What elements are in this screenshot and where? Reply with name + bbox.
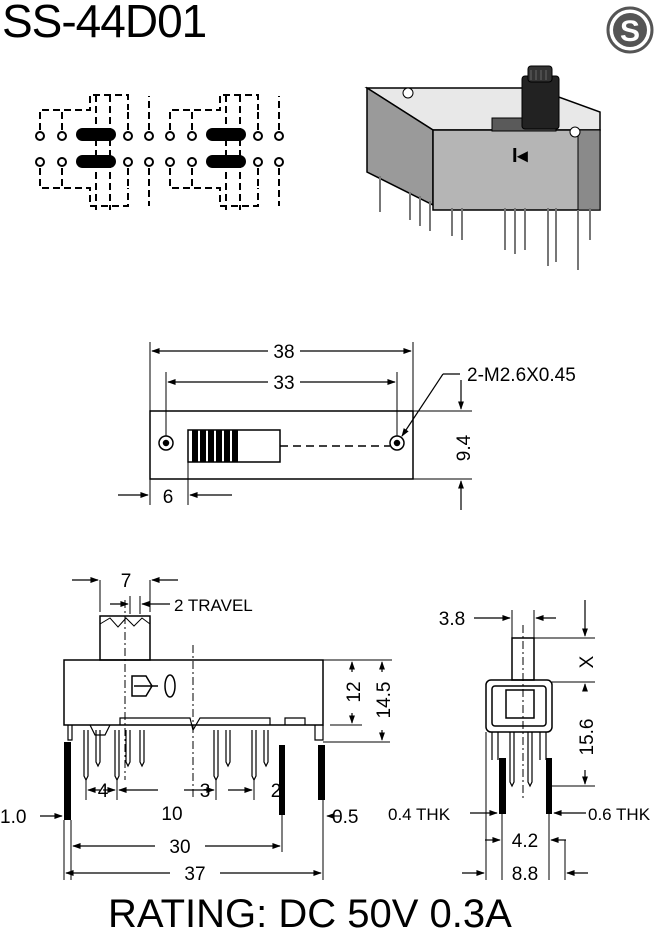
s-logo-icon: S (606, 6, 654, 54)
dim-hole-spacing: 33 (273, 373, 294, 394)
model-title: SS-44D01 (2, 0, 207, 47)
pin-schematic (35, 94, 284, 211)
dim-tab-left: 1.0 (0, 807, 26, 828)
dim-span-inner: 30 (169, 837, 190, 858)
dim-height-body: 12 (344, 681, 365, 702)
dim-travel: 2 TRAVEL (174, 596, 253, 615)
dim-pin-pitch-c: 3 (200, 781, 211, 802)
dim-offset: 6 (163, 487, 174, 508)
front-view (40, 577, 392, 880)
dim-lever-thick: 3.8 (439, 609, 465, 630)
dim-height-total: 14.5 (374, 682, 395, 719)
svg-text:I◂: I◂ (512, 145, 529, 167)
rating-label: RATING: DC 50V 0.3A (108, 892, 512, 936)
dim-span-outer: 37 (184, 864, 205, 885)
dim-pin-thk-left: 0.4 THK (388, 805, 451, 824)
mount-note: 2-M2.6X0.45 (467, 365, 576, 386)
logo-letter: S (620, 15, 640, 48)
dim-lever-height: X (577, 655, 598, 668)
dim-width: 9.4 (454, 434, 475, 461)
product-illustration: I◂ (364, 65, 601, 270)
dim-pin-pitch-d: 2 (271, 781, 282, 802)
dim-tab-right: 0.5 (332, 807, 358, 828)
dim-overall-length: 38 (273, 342, 294, 363)
dim-pin-thk-right: 0.6 THK (588, 805, 651, 824)
dim-pin-pitch-a: 4 (98, 781, 109, 802)
dim-pin-row-spacing: 4.2 (512, 831, 538, 852)
side-view (462, 600, 595, 880)
dim-pin-pitch-b: 10 (161, 804, 182, 825)
top-view (118, 342, 472, 510)
dim-lever-width: 7 (121, 571, 132, 592)
dim-overall-depth: 8.8 (512, 864, 538, 885)
dim-body-height: 15.6 (577, 719, 598, 756)
